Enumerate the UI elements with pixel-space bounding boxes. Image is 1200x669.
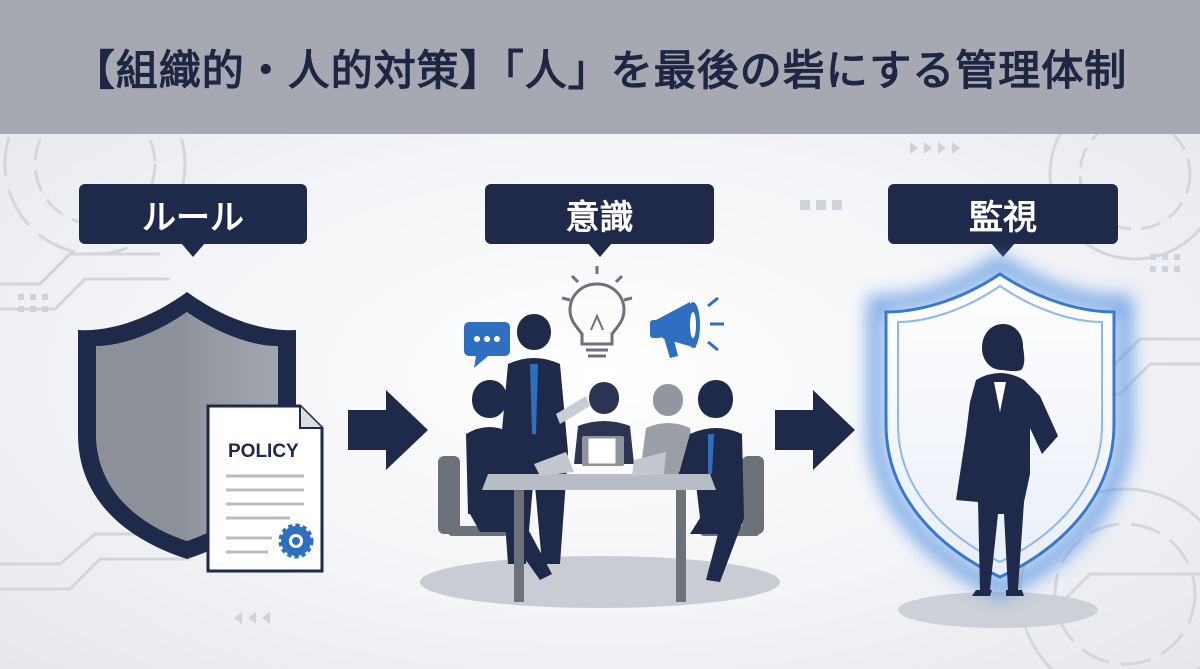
title-banner: 【組織的・人的対策】「人」を最後の砦にする管理体制 [0,0,1200,134]
seal-icon [278,523,314,559]
step-label-rule-text: ルール [142,197,244,238]
diagram-area: ルール 意識 監視 POLICY [0,134,1200,669]
step-label-monitor: 監視 [888,184,1118,257]
policy-document-heading: POLICY [228,441,299,462]
team-meeting-icon [420,314,780,608]
chat-bubble-icon [464,322,510,368]
step-label-awareness-text: 意識 [565,197,634,238]
glowing-shield-person-icon [868,254,1132,628]
lightbulb-icon [561,266,633,358]
arrow-right-icon [348,390,428,470]
step-label-awareness: 意識 [485,184,714,257]
step-label-monitor-text: 監視 [969,197,1037,238]
diagram-illustrations: POLICY [78,254,1132,628]
arrow-right-icon [775,390,855,470]
megaphone-icon [650,296,724,358]
step-label-rule: ルール [79,184,307,257]
page-title: 【組織的・人的対策】「人」を最後の砦にする管理体制 [72,45,1128,95]
policy-document-icon: POLICY [206,404,324,573]
